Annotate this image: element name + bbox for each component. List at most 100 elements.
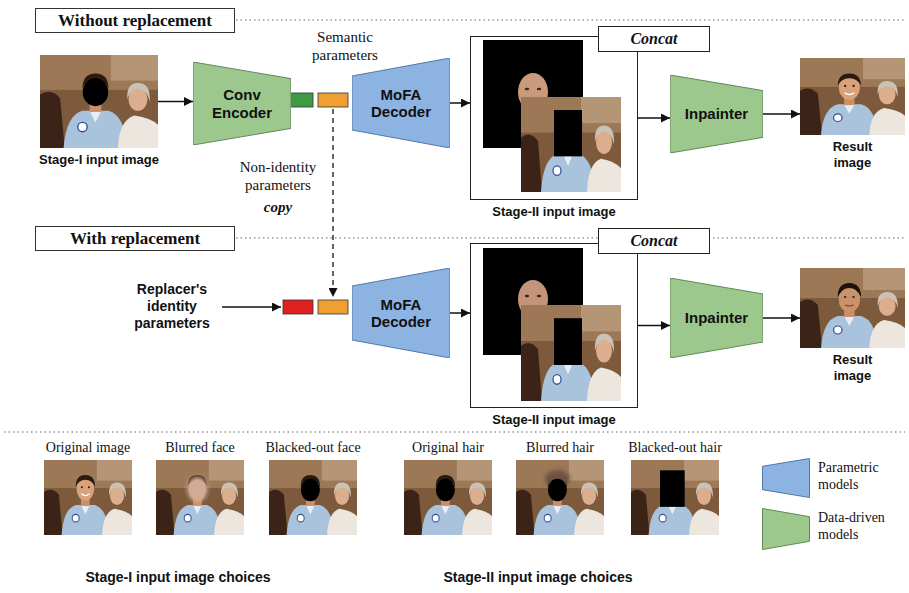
legend-swatch-frame — [762, 508, 810, 550]
label-holder: Original hair — [393, 440, 503, 457]
choice-label: Blurred hair — [505, 440, 615, 457]
frame-outline — [470, 243, 638, 408]
picture-part — [838, 283, 861, 297]
picture-part — [236, 19, 905, 20]
input-image: Stage-I input image — [40, 55, 158, 168]
legend-swatch — [763, 509, 810, 550]
label-holder: Blurred face — [145, 440, 255, 457]
legend-entry: Parametric models — [762, 458, 902, 498]
picture-part — [660, 470, 685, 507]
picture-part — [236, 237, 905, 238]
picture-part — [222, 306, 281, 308]
picture-part — [521, 305, 621, 401]
parameter-label: Non-identity parameters — [228, 158, 328, 194]
group-caption: Stage-I input image choices — [58, 569, 298, 586]
choice-photo — [44, 460, 132, 535]
picture-part — [800, 58, 905, 135]
node-label: MoFA Decoder — [364, 86, 438, 121]
node-label: Inpainter — [685, 105, 748, 122]
label-holder: Blacked-out face — [258, 440, 368, 457]
decoder-block: MoFA Decoder — [352, 58, 450, 148]
label-holder: Non-identity parameters — [228, 158, 328, 194]
picture-part — [4, 431, 905, 432]
stage-two-frame: Stage-II input image — [470, 243, 638, 427]
masked-photo — [521, 305, 621, 401]
choice-label: Blurred face — [145, 440, 255, 457]
result-photo — [800, 58, 905, 135]
choice-photo — [269, 460, 357, 535]
label-holder: Stage-I input image choices — [58, 569, 298, 586]
legend-entry: Data-driven models — [762, 508, 902, 550]
result-image: Result image — [800, 268, 905, 383]
masked-photo — [521, 97, 621, 192]
parameter-bars — [283, 93, 348, 314]
picture-part — [516, 460, 604, 535]
stage-two-frame: Stage-II input image — [470, 36, 638, 219]
label-holder: Blurred hair — [505, 440, 615, 457]
choice-photo — [516, 460, 604, 535]
legend-swatch — [763, 459, 810, 498]
choice-photo — [404, 460, 492, 535]
picture-part — [318, 93, 348, 107]
flow-arrow — [450, 312, 470, 314]
node-label: Inpainter — [685, 309, 748, 326]
flow-arrow — [763, 113, 800, 115]
copy-label: copy — [248, 198, 308, 216]
flow-arrow — [158, 101, 193, 103]
picture-part — [269, 460, 357, 535]
node-label: Concat — [630, 30, 677, 48]
result-image: Result image — [800, 58, 905, 170]
label-holder: Original image — [33, 440, 143, 457]
group-caption: Stage-II input image choices — [413, 569, 663, 586]
legend-text: Parametric models — [818, 460, 900, 494]
encoder-block: Conv Encoder — [193, 62, 291, 145]
choice-label: Blacked-out hair — [620, 440, 730, 457]
flow-arrow — [450, 102, 470, 104]
trapezoid-shape — [352, 268, 450, 358]
picture-part — [800, 268, 905, 348]
flow-arrow — [638, 117, 670, 119]
copy-arrow — [333, 109, 334, 297]
picture-part — [525, 88, 529, 91]
legend-swatch-frame — [762, 458, 810, 498]
picture-part — [436, 479, 455, 502]
concat-box: Concat — [598, 228, 710, 254]
trapezoid-shape — [193, 62, 291, 145]
picture-part — [83, 78, 108, 106]
picture-part — [40, 55, 158, 148]
picture-part — [839, 288, 860, 313]
node-label: Without replacement — [58, 11, 212, 31]
trapezoid-shape — [352, 58, 450, 148]
picture-part — [521, 97, 621, 192]
label-holder: copy — [248, 198, 308, 216]
picture-part — [156, 460, 244, 535]
result-photo — [800, 268, 905, 348]
picture-part — [187, 476, 207, 501]
choice-photo — [631, 460, 719, 535]
stage-one-image — [40, 55, 158, 148]
flow-arrow — [763, 317, 800, 319]
node-label: With replacement — [70, 229, 200, 249]
picture-part — [844, 296, 846, 298]
picture-part — [404, 460, 492, 535]
picture-part — [537, 88, 541, 91]
picture-part — [301, 479, 320, 502]
node-label: Stage-I input image — [19, 152, 179, 168]
decoder-block: MoFA Decoder — [352, 268, 450, 358]
picture-part — [548, 479, 567, 502]
node-label: MoFA Decoder — [364, 296, 438, 331]
replacer-arrow — [222, 307, 281, 308]
node-label: Result image — [822, 352, 884, 383]
section-header: Without replacement — [35, 8, 235, 33]
picture-part — [845, 305, 853, 306]
picture-part — [283, 300, 313, 314]
label-holder: Stage-II input image choices — [413, 569, 663, 586]
flow-arrow — [638, 325, 670, 327]
section-header: With replacement — [35, 226, 235, 251]
choice-label: Original hair — [393, 440, 503, 457]
node-label: Concat — [630, 232, 677, 250]
node-label: Stage-II input image — [464, 412, 644, 427]
